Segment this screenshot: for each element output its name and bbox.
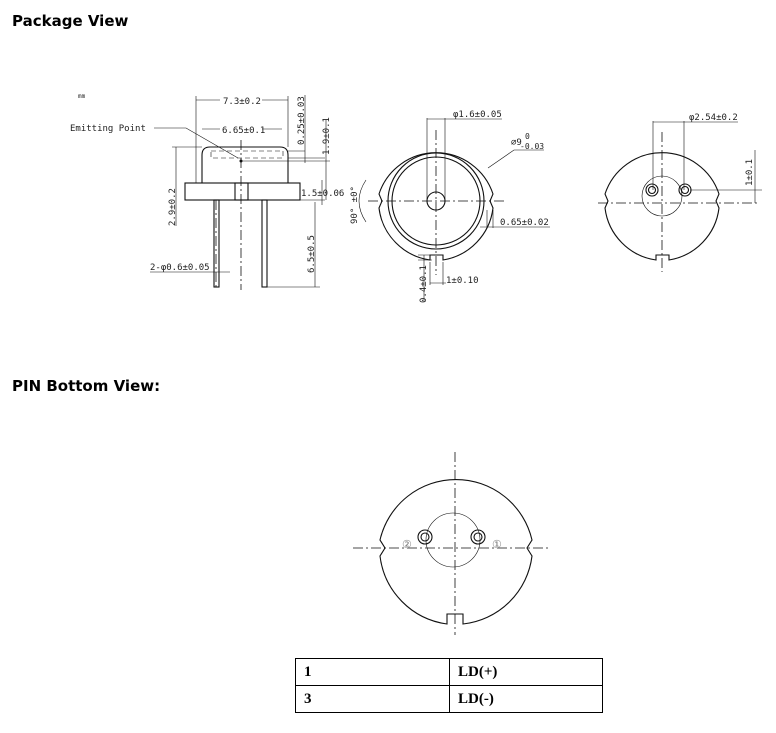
pin-bottom-view: ② ① — [353, 452, 550, 635]
emitting-point-label: Emitting Point — [70, 124, 146, 134]
pin-function: LD(+) — [449, 658, 603, 686]
pin-2-marker: ② — [402, 538, 412, 551]
dim-cap-height: 1.9±0.1 — [322, 117, 332, 155]
unit-label: mm — [78, 93, 86, 100]
dim-pin-offset: 1±0.1 — [745, 159, 755, 186]
front-view: φ1.6±0.05 ⌀9 0 -0.03 90° ±0° 0.65±0.02 0… — [350, 110, 550, 303]
dim-flange-width: 7.3±0.2 — [223, 97, 261, 107]
rear-view: φ2.54±0.2 1±0.1 — [598, 113, 762, 272]
pin-function: LD(-) — [449, 685, 603, 713]
dim-pin-pitch: φ2.54±0.2 — [689, 113, 738, 123]
dim-window-diameter: φ1.6±0.05 — [453, 110, 502, 120]
dim-window: 0.25±0.03 — [297, 96, 307, 145]
dim-flange-height: 1.5±0.06 — [301, 189, 344, 199]
pin-number: 1 — [295, 658, 450, 686]
dim-key-width: 1±0.10 — [446, 276, 479, 286]
pin-number: 3 — [295, 685, 450, 713]
dim-key-angle: 90° ±0° — [350, 186, 360, 224]
side-view: mm Emitting Point 7.3±0.2 6.65±0.1 0.25±… — [70, 93, 344, 290]
tol-upper: 0 — [525, 132, 530, 141]
dim-outer-diameter: ⌀9 — [511, 138, 522, 148]
package-view-heading: Package View — [12, 12, 129, 30]
pin-1-marker: ① — [492, 538, 502, 551]
pin-bottom-view-heading: PIN Bottom View: — [12, 377, 161, 395]
dim-notch-depth: 0.65±0.02 — [500, 218, 549, 228]
dim-pin-diameter: 2-φ0.6±0.05 — [150, 263, 210, 273]
dim-cap-width: 6.65±0.1 — [222, 126, 265, 136]
dim-pin-length: 6.5±0.5 — [307, 235, 317, 273]
dim-key-depth: 0.4±0.1 — [419, 265, 429, 303]
tol-lower: -0.03 — [520, 142, 544, 151]
dim-total-height: 2.9±0.2 — [168, 188, 178, 226]
